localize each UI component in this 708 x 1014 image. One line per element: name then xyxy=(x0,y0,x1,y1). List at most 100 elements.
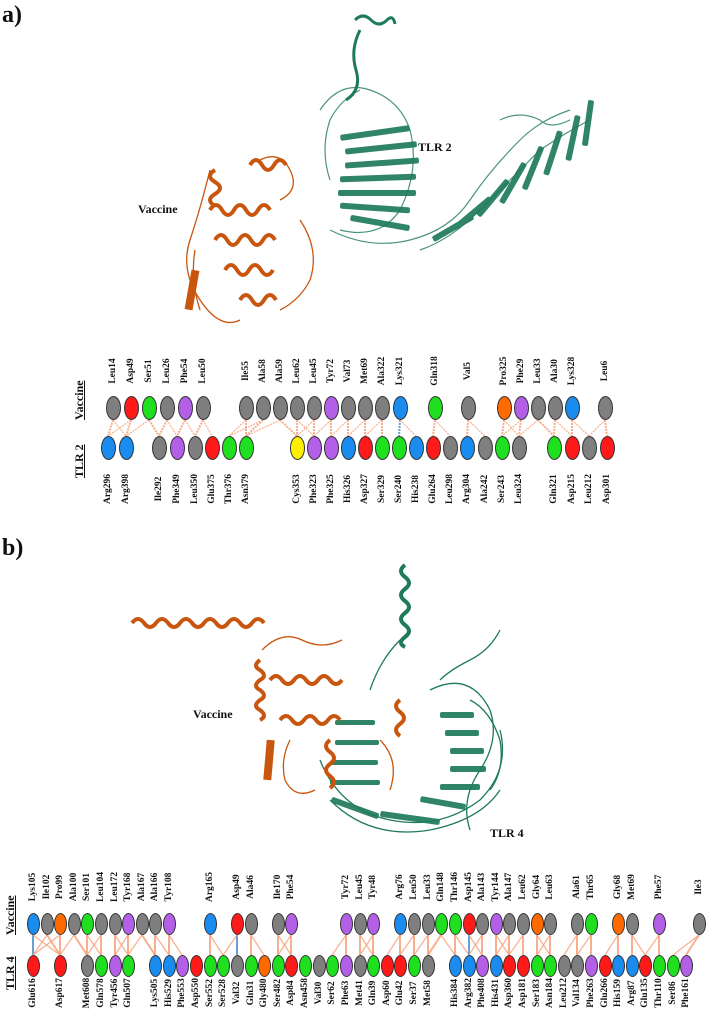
receptor-residue-label: Gln578 xyxy=(96,978,106,1008)
receptor-residue-leu298 xyxy=(442,436,458,460)
vaccine-residue-arg165 xyxy=(203,913,217,935)
receptor-residue-label: Val30 xyxy=(314,981,324,1005)
receptor-residue-phe408 xyxy=(475,955,489,977)
receptor-residue-ser482 xyxy=(271,955,285,977)
receptor-residue-phe325 xyxy=(323,436,339,460)
vaccine-residue-leu6 xyxy=(597,396,613,420)
receptor-residue-label: Ser62 xyxy=(327,981,337,1005)
vaccine-residue-arg76 xyxy=(393,913,407,935)
receptor-residue-phe161 xyxy=(679,955,693,977)
vaccine-residue-label: Tyr144 xyxy=(491,872,501,902)
receptor-residue-label: Met41 xyxy=(355,980,365,1006)
vaccine-residue-leu14 xyxy=(105,396,121,420)
receptor-residue-phe63 xyxy=(339,955,353,977)
vaccine-residue-label: Ile3 xyxy=(694,879,704,895)
panel-b-label: b) xyxy=(2,535,24,561)
receptor-residue-his529 xyxy=(162,955,176,977)
vaccine-residue-label: Ala143 xyxy=(477,872,487,902)
tlr4-vaccine-complex-structure xyxy=(130,563,504,833)
receptor-residue-glu616 xyxy=(26,955,40,977)
receptor-residue-label: Glu42 xyxy=(395,980,405,1006)
vaccine-residue-label: Phe54 xyxy=(286,874,296,900)
vaccine-residue-ala100 xyxy=(67,913,81,935)
vaccine-residue-label: Gly64 xyxy=(532,874,542,900)
vaccine-residue-gln148 xyxy=(434,913,448,935)
vaccine-residue-leu50 xyxy=(407,913,421,935)
vaccine-residue-label: Ala46 xyxy=(246,875,256,899)
receptor-residue-gln578 xyxy=(94,955,108,977)
receptor-residue-phe553 xyxy=(175,955,189,977)
receptor-residue-label: Glu266 xyxy=(600,978,610,1008)
receptor-residue-glu375 xyxy=(204,436,220,460)
receptor-residue-ser243 xyxy=(494,436,510,460)
vaccine-residue-ala147 xyxy=(502,913,516,935)
vaccine-residue-phe29 xyxy=(513,396,529,420)
receptor-residue-gln507 xyxy=(121,955,135,977)
structure-label-tlr2: TLR 2 xyxy=(418,140,452,154)
vaccine-residue-label: Ala100 xyxy=(69,872,79,902)
vaccine-residue-label: Tyr48 xyxy=(368,874,378,900)
receptor-residue-label: Met608 xyxy=(82,977,92,1009)
vaccine-residue-leu33 xyxy=(421,913,435,935)
receptor-residue-ser183 xyxy=(530,955,544,977)
receptor-residue-label: Gln31 xyxy=(246,980,256,1006)
receptor-residue-label: Asp617 xyxy=(55,977,65,1009)
vaccine-residue-label: Tyr108 xyxy=(164,872,174,902)
vaccine-residue-phe54 xyxy=(284,913,298,935)
receptor-residue-label: Gln507 xyxy=(123,978,133,1008)
receptor-residue-label: His431 xyxy=(491,979,501,1007)
vaccine-residue-label: Gln148 xyxy=(436,872,446,902)
receptor-residue-ser37 xyxy=(407,955,421,977)
receptor-residue-glu266 xyxy=(598,955,612,977)
vaccine-residue-leu45 xyxy=(306,396,322,420)
receptor-residue-arg87 xyxy=(625,955,639,977)
vaccine-residue-label: Arg165 xyxy=(205,871,215,903)
receptor-residue-gln321 xyxy=(546,436,562,460)
vaccine-residue-label: Asp145 xyxy=(464,871,474,903)
receptor-residue-label: Phe553 xyxy=(177,978,187,1008)
receptor-residue-phe263 xyxy=(584,955,598,977)
receptor-residue-label: Val32 xyxy=(232,981,242,1005)
vaccine-residue-thr65 xyxy=(584,913,598,935)
vaccine-residue-lys321 xyxy=(392,396,408,420)
vaccine-residue-asp49 xyxy=(123,396,139,420)
vaccine-residue-label: Thr65 xyxy=(586,874,596,900)
receptor-residue-label: Asp181 xyxy=(518,977,528,1009)
receptor-residue-label: Glu135 xyxy=(640,978,650,1008)
receptor-residue-label: Gln39 xyxy=(368,980,378,1006)
receptor-residue-label: Asp84 xyxy=(286,980,296,1006)
receptor-residue-cys353 xyxy=(289,436,305,460)
receptor-residue-label: Asn458 xyxy=(300,977,310,1009)
receptor-residue-label: Ser528 xyxy=(218,979,228,1007)
receptor-residue-his159 xyxy=(611,955,625,977)
vaccine-residue-ala30 xyxy=(547,396,563,420)
vaccine-residue-met69 xyxy=(625,913,639,935)
vaccine-residue-asp145 xyxy=(462,913,476,935)
receptor-residue-label: Asn184 xyxy=(545,977,555,1009)
receptor-residue-lys505 xyxy=(148,955,162,977)
vaccine-residue-label: Leu63 xyxy=(545,874,555,900)
receptor-residue-label: Ser482 xyxy=(273,979,283,1007)
receptor-residue-ser552 xyxy=(203,955,217,977)
receptor-residue-thr376 xyxy=(221,436,237,460)
vaccine-residue-gln318 xyxy=(427,396,443,420)
receptor-residue-asn184 xyxy=(543,955,557,977)
receptor-residue-leu324 xyxy=(511,436,527,460)
receptor-residue-asp60 xyxy=(380,955,394,977)
receptor-residue-glu264 xyxy=(425,436,441,460)
receptor-residue-leu212 xyxy=(581,436,597,460)
vaccine-residue-tyr144 xyxy=(489,913,503,935)
receptor-residue-arg296 xyxy=(100,436,116,460)
receptor-residue-his326 xyxy=(340,436,356,460)
receptor-residue-gln39 xyxy=(366,955,380,977)
receptor-residue-label: Leu212 xyxy=(559,977,569,1009)
receptor-residue-glu42 xyxy=(393,955,407,977)
receptor-residue-ser528 xyxy=(216,955,230,977)
receptor-residue-gln31 xyxy=(244,955,258,977)
vaccine-residue-label: Asp49 xyxy=(232,874,242,900)
receptor-residue-label: His384 xyxy=(450,979,460,1007)
vaccine-residue-label: Ala61 xyxy=(572,875,582,899)
vaccine-residue-label: Leu104 xyxy=(96,871,106,903)
vaccine-residue-label: Leu33 xyxy=(423,874,433,900)
receptor-residue-asp84 xyxy=(284,955,298,977)
